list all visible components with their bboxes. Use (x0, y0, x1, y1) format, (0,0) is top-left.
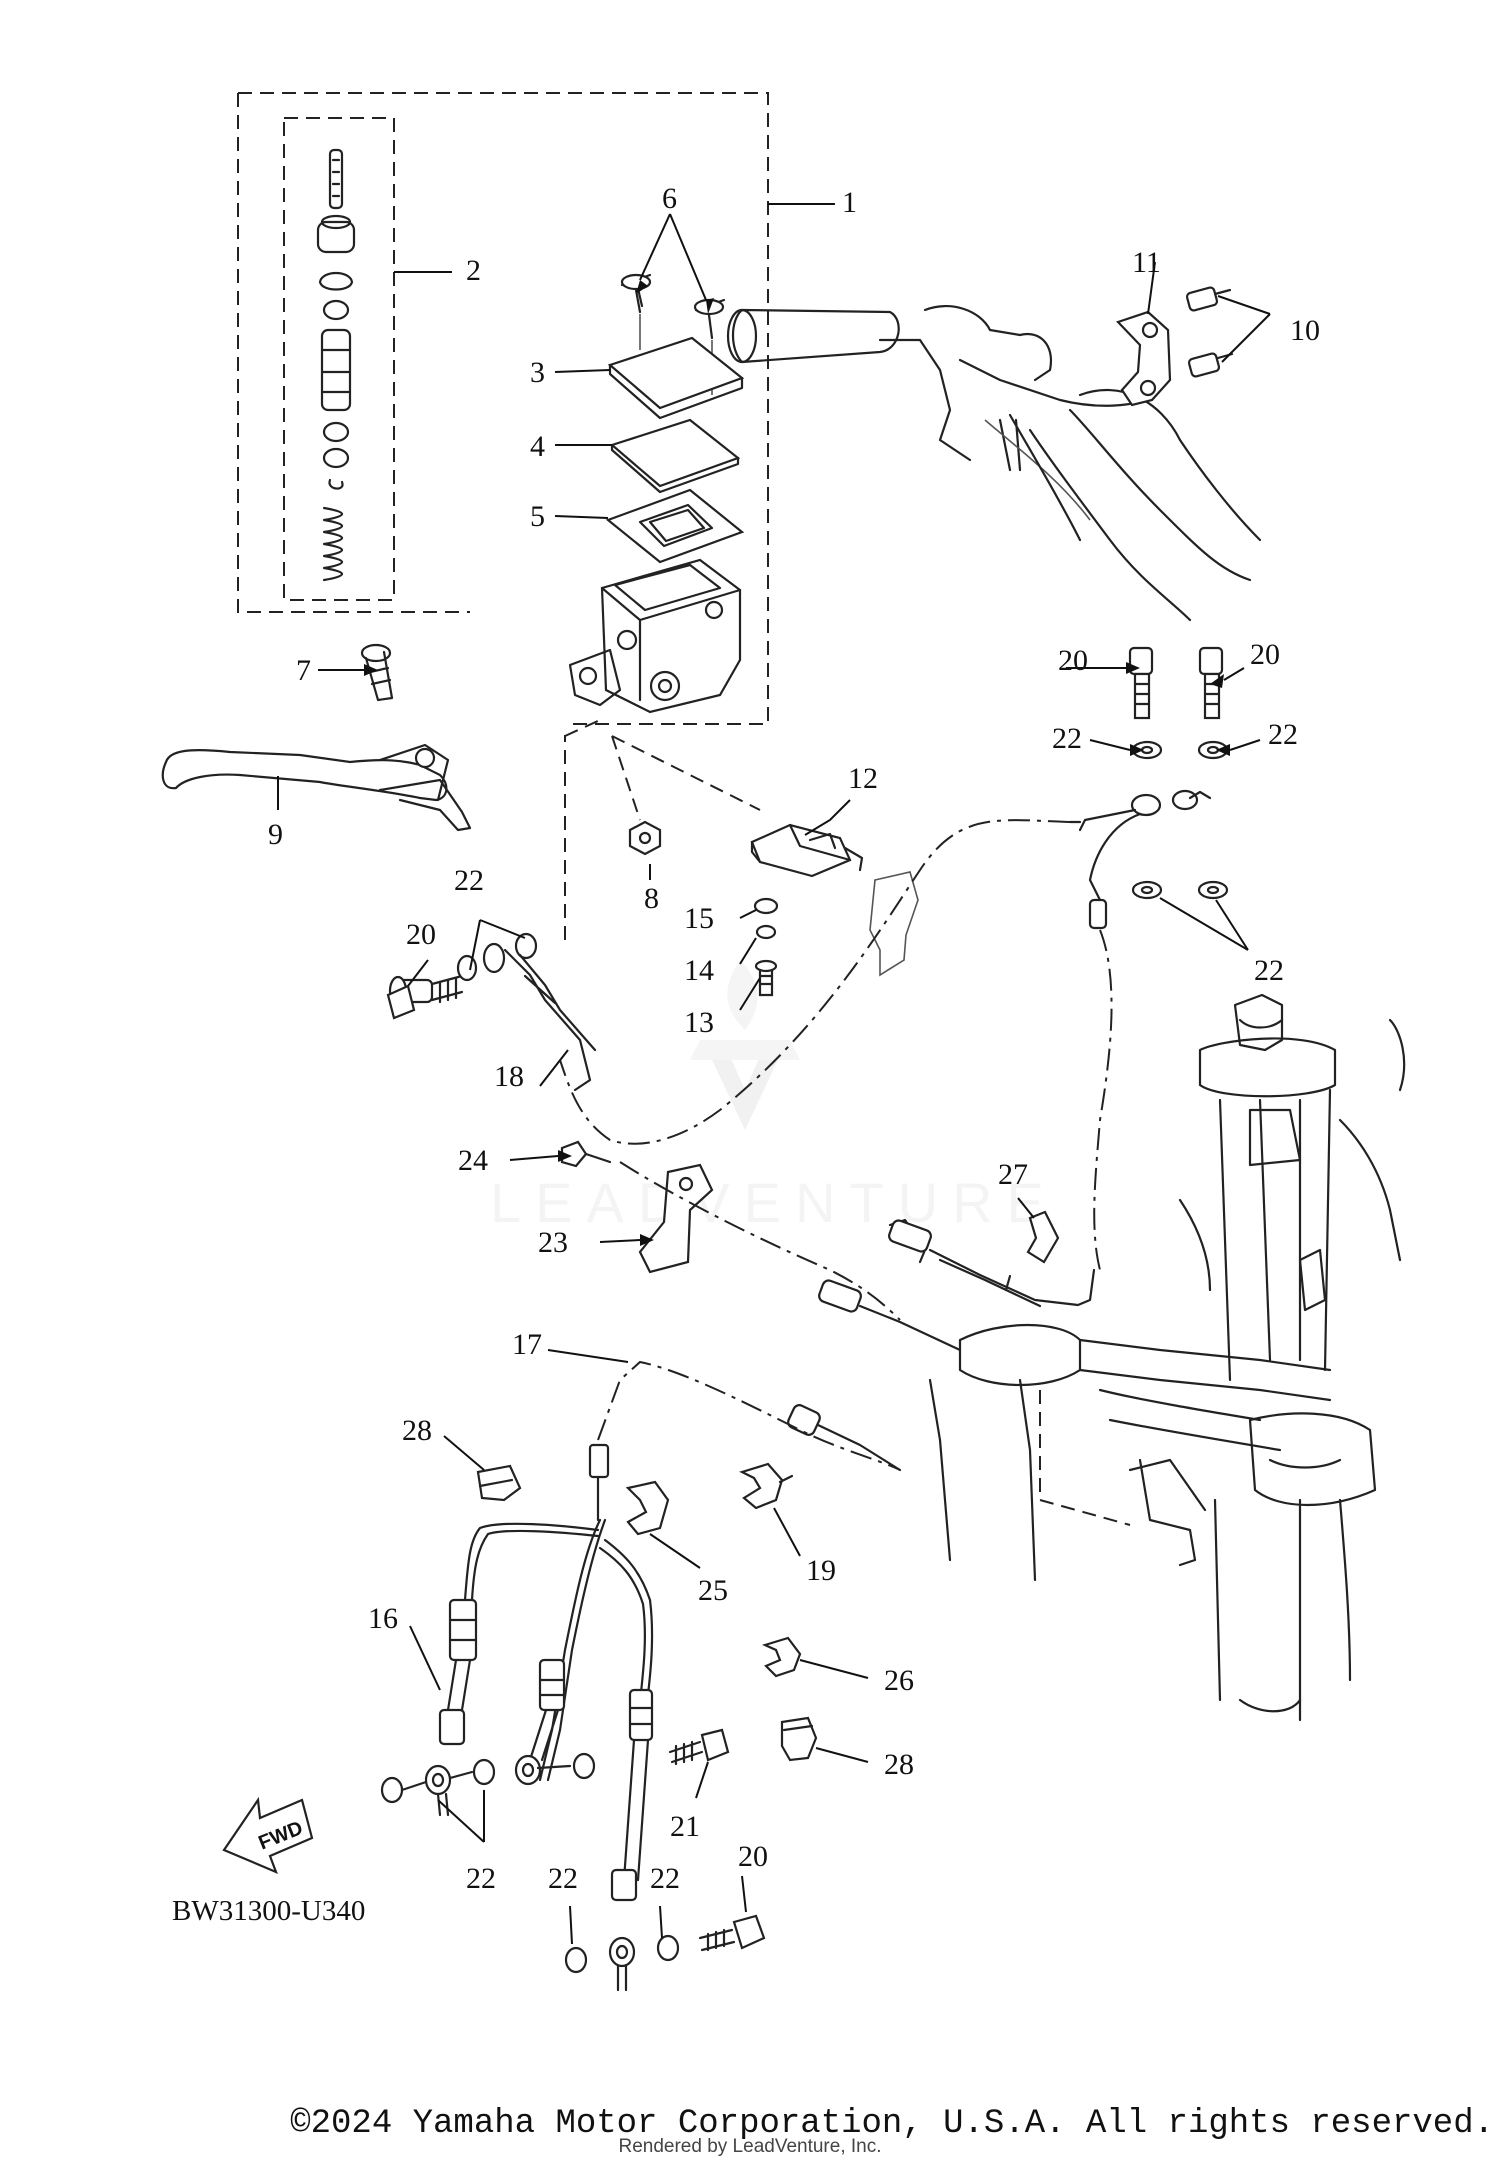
callout-28-right: 28 (884, 1748, 914, 1781)
callout-15: 15 (684, 902, 714, 935)
master-cylinder-body (568, 558, 742, 714)
callout-18: 18 (494, 1060, 524, 1093)
hose-clamp-28-right (780, 1716, 818, 1762)
banjo-bolts-upper (1128, 646, 1224, 720)
brake-lever (161, 743, 472, 832)
callout-22-upper-left: 22 (1052, 722, 1082, 755)
banjo-bolt-20-left (386, 984, 416, 1020)
callout-6: 6 (662, 182, 677, 215)
callout-20-upper-left: 20 (1058, 644, 1088, 677)
fwd-arrow-icon: FWD (222, 1796, 314, 1875)
callout-21: 21 (670, 1810, 700, 1843)
callout-25: 25 (698, 1574, 728, 1607)
copyright-notice: ©2024 Yamaha Motor Corporation, U.S.A. A… (0, 2105, 1500, 2143)
callout-12: 12 (848, 762, 878, 795)
banjo-bolt-21 (668, 1728, 730, 1766)
handlebar-clamp (1116, 310, 1172, 407)
diaphragm (605, 488, 745, 564)
diaphragm-plate (609, 418, 741, 494)
hose-guide-clamp (638, 1163, 714, 1274)
callout-20-lower: 20 (738, 1840, 768, 1873)
hose-clamp-bolt (560, 1140, 612, 1168)
callout-8: 8 (644, 882, 659, 915)
callout-26: 26 (884, 1664, 914, 1697)
lever-nut (628, 820, 662, 856)
hose-clamp-19 (739, 1462, 794, 1510)
piston-kit (316, 148, 356, 582)
callout-10: 10 (1290, 314, 1320, 347)
steering-head (928, 993, 1406, 1722)
crush-washers-upper (1131, 740, 1229, 900)
callout-13: 13 (684, 1006, 714, 1039)
brake-hose-upper (559, 789, 1212, 1271)
callout-22-upper-right: 22 (1268, 718, 1298, 751)
leader-arrowheads (364, 280, 1230, 1246)
callout-1: 1 (842, 186, 857, 219)
callout-22-left: 22 (454, 864, 484, 897)
callout-24: 24 (458, 1144, 488, 1177)
callout-7: 7 (296, 654, 311, 687)
lower-fittings (380, 1752, 680, 1992)
callout-22-lower-mid: 22 (548, 1862, 578, 1895)
reservoir-cap (607, 336, 745, 420)
hose-clamp-26 (761, 1636, 802, 1678)
brake-switch (750, 823, 864, 878)
callout-11: 11 (1132, 246, 1161, 279)
callout-9: 9 (268, 818, 283, 851)
callout-16: 16 (368, 1602, 398, 1635)
switch-bracket (869, 871, 919, 977)
callout-22-lower-right: 22 (650, 1862, 680, 1895)
callout-20-upper-right: 20 (1250, 638, 1280, 671)
switch-washers (753, 897, 779, 997)
pivot-bolt (360, 643, 394, 702)
assembly-boundary-1 (237, 92, 769, 725)
callout-labels: 1 2 3 4 5 6 7 8 9 10 11 12 13 14 15 16 1… (172, 182, 1320, 1927)
hose-clamp-25 (625, 1480, 670, 1536)
callout-23: 23 (538, 1226, 568, 1259)
callout-4: 4 (530, 430, 545, 463)
callout-22-right: 22 (1254, 954, 1284, 987)
callout-20-left: 20 (406, 918, 436, 951)
callout-3: 3 (530, 356, 545, 389)
handlebar (726, 305, 1262, 622)
diagram-code: BW31300-U340 (172, 1895, 365, 1927)
callout-2: 2 (466, 254, 481, 287)
callout-5: 5 (530, 500, 545, 533)
leader-lines (277, 203, 1271, 1945)
callout-19: 19 (806, 1554, 836, 1587)
watermark-logo: LEADVENTURE (490, 960, 1058, 1234)
brake-hoses-lower (438, 1360, 901, 1902)
rendered-by-notice: Rendered by LeadVenture, Inc. (618, 2136, 882, 2157)
hose-clip-27 (1026, 1210, 1060, 1264)
assembly-boundary-2 (283, 117, 395, 601)
banjo-bolt-20-lower (698, 1914, 766, 1952)
hose-clamp-28-left (476, 1464, 522, 1502)
watermark-text: LEADVENTURE (490, 1171, 1058, 1234)
copyright-text: ©2024 Yamaha Motor Corporation, U.S.A. A… (290, 2105, 1494, 2143)
callout-22-lower-left: 22 (466, 1862, 496, 1895)
callout-14: 14 (684, 954, 714, 987)
callout-27: 27 (998, 1158, 1028, 1191)
clamp-bolts (1185, 286, 1234, 378)
callout-17: 17 (512, 1328, 542, 1361)
callout-28-left: 28 (402, 1414, 432, 1447)
